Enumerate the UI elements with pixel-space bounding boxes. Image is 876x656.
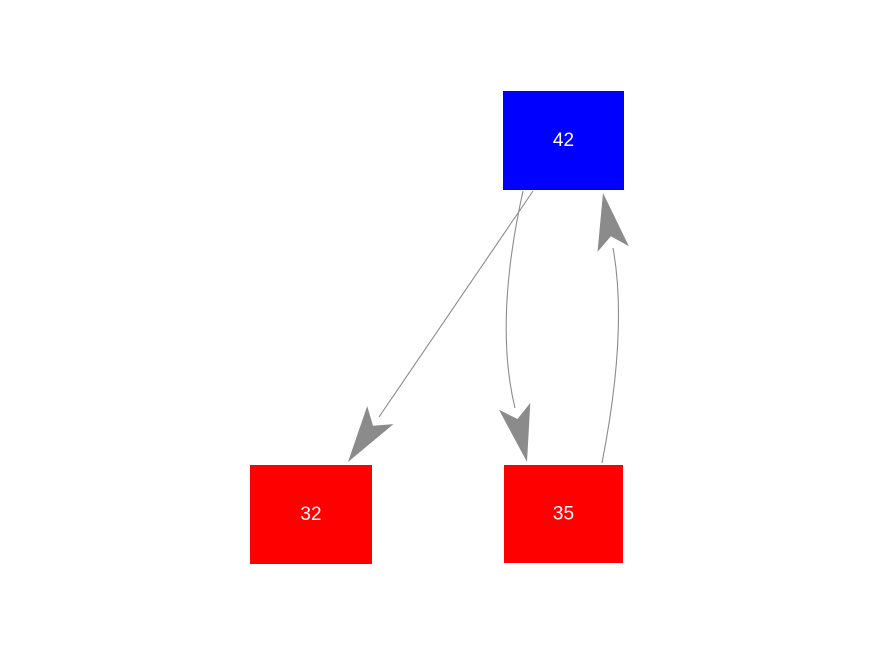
- edge-42-32: [378, 190, 534, 418]
- arrowhead-35-42: [597, 193, 629, 252]
- graph-node-35: [504, 465, 623, 563]
- node-label-32: 32: [300, 504, 321, 525]
- node-label-42: 42: [553, 130, 574, 151]
- arrowhead-42-32: [348, 406, 394, 462]
- edge-35-42: [601, 247, 619, 464]
- graph-node-42: [503, 91, 624, 190]
- graph-node-32: [250, 465, 372, 564]
- edge-42-35: [505, 190, 524, 409]
- arrowhead-42-35: [499, 402, 531, 462]
- node-label-35: 35: [553, 504, 574, 525]
